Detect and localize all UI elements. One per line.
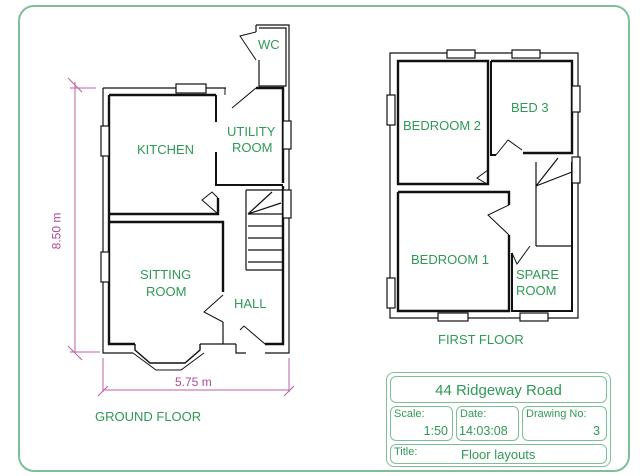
room-label-utility-line2: ROOM (232, 140, 273, 155)
room-label-utility-line1: UTILITY (227, 124, 276, 139)
room-label-bed3: BED 3 (511, 100, 549, 115)
dimension-height: 8.50 m (49, 212, 64, 250)
drawing-no-box: Drawing No: 3 (522, 406, 607, 441)
title-value: Floor layouts (461, 447, 536, 462)
address-box: 44 Ridgeway Road (390, 376, 607, 403)
drawing-no-label: Drawing No: (526, 408, 587, 420)
room-label-sitting-line2: ROOM (146, 284, 187, 299)
dimension-lines (67, 77, 295, 397)
date-box: Date: 14:03:08 (456, 406, 519, 441)
drawing-no-value: 3 (593, 424, 600, 438)
room-label-hall: HALL (234, 296, 267, 311)
room-label-spare-line1: SPARE (516, 267, 560, 282)
title-block: 44 Ridgeway Road Scale: 1:50 Date: 14:03… (386, 372, 611, 467)
scale-label: Scale: (394, 408, 425, 420)
room-label-wc: WC (258, 37, 280, 52)
date-value: 14:03:08 (459, 424, 508, 438)
date-label: Date: (460, 408, 487, 420)
first-floor-caption: FIRST FLOOR (438, 332, 524, 347)
title-box: Title: Floor layouts (390, 444, 607, 464)
ground-floor-walls (100, 24, 292, 371)
drawing-frame (18, 5, 630, 472)
title-label: Title: (394, 446, 418, 458)
scale-box: Scale: 1:50 (390, 406, 453, 441)
dimension-width: 5.75 m (175, 375, 212, 389)
room-label-sitting-line1: SITTING (140, 267, 192, 282)
first-floor-walls (386, 49, 581, 322)
room-label-spare-line2: ROOM (516, 283, 557, 298)
scale-value: 1:50 (423, 424, 448, 438)
room-label-bedroom2: BEDROOM 2 (403, 118, 482, 133)
ground-floor-caption: GROUND FLOOR (95, 409, 202, 424)
room-label-bedroom1: BEDROOM 1 (411, 252, 490, 267)
address-text: 44 Ridgeway Road (435, 382, 562, 399)
room-label-kitchen: KITCHEN (137, 142, 195, 157)
